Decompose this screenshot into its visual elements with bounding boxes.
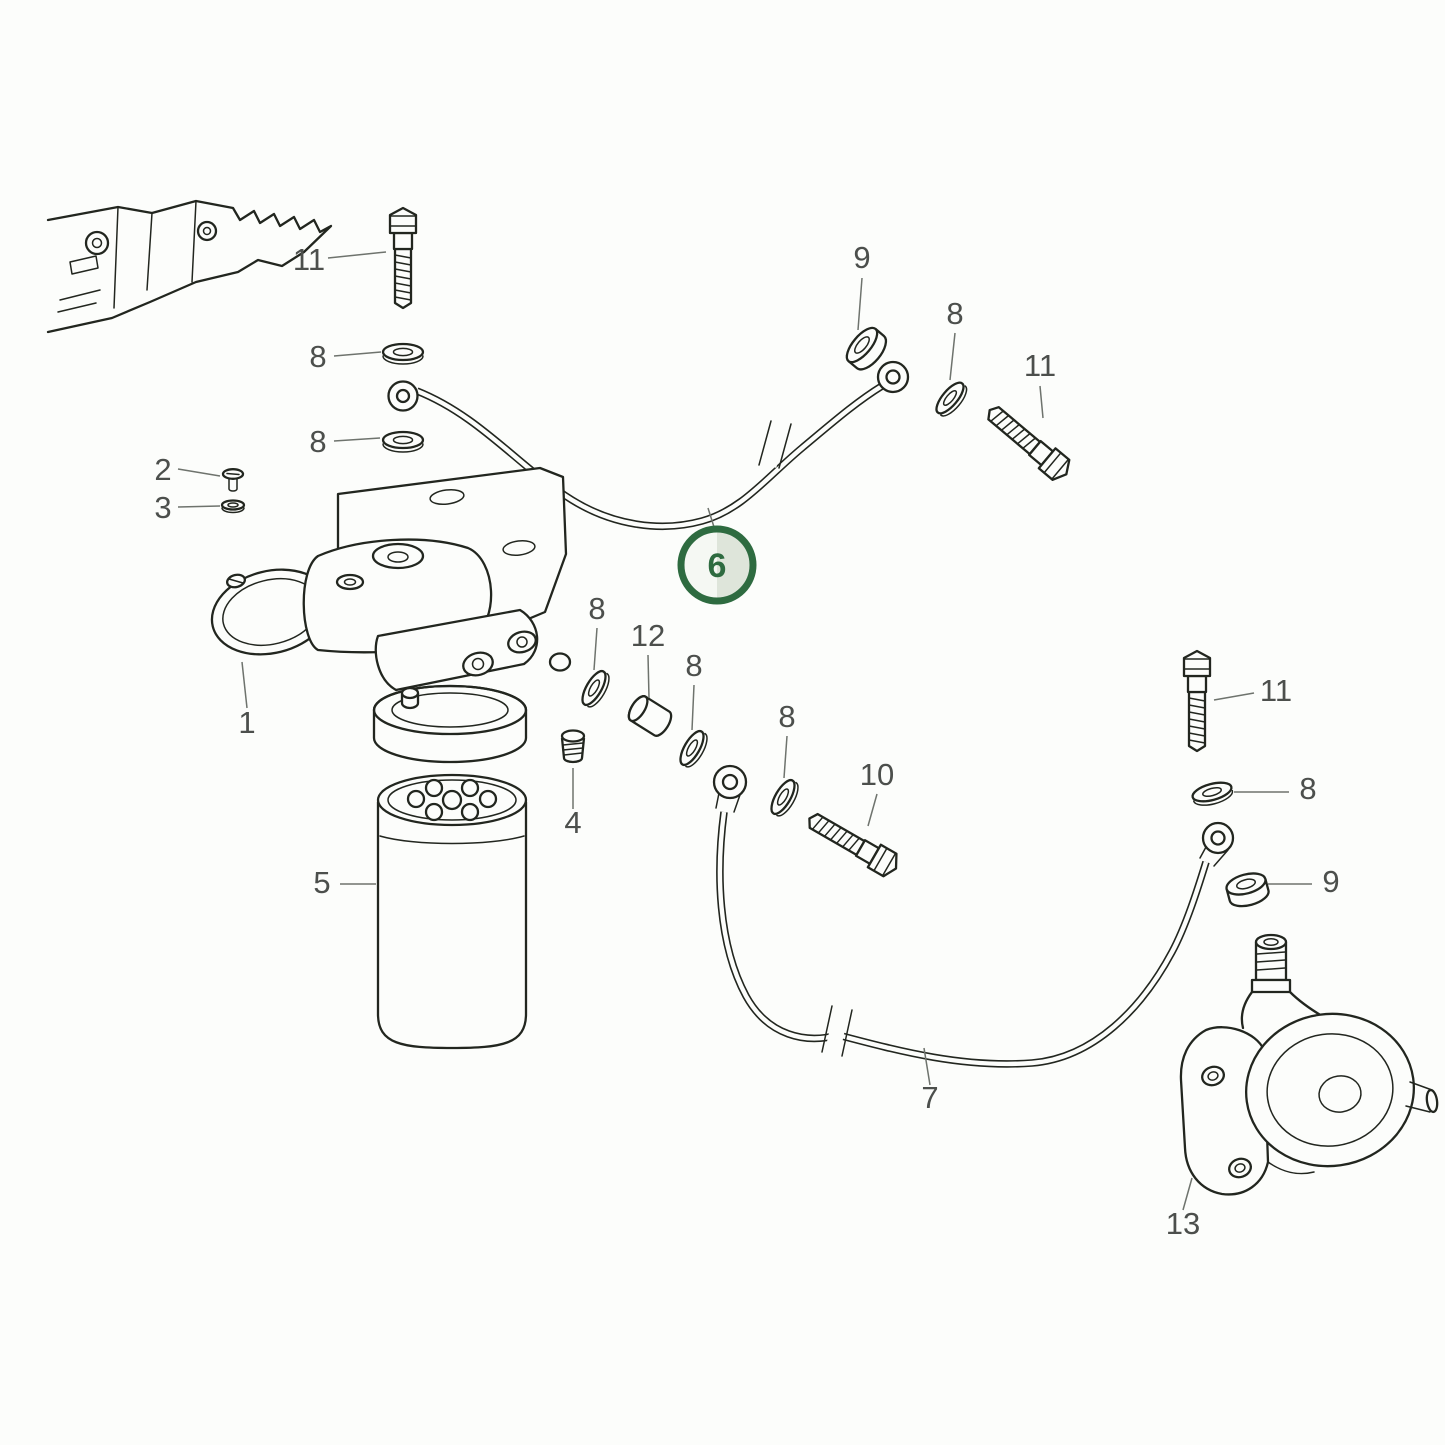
banjo-bolt-11-top-left: [388, 206, 418, 310]
filter-head-assembly: [210, 466, 572, 764]
plug-4: [560, 729, 586, 764]
banjo-union-middle: [712, 764, 748, 813]
fuel-pipe-6: [415, 382, 884, 531]
callout-label-7: 7: [921, 1080, 938, 1115]
engine-block-fragment: [46, 199, 333, 334]
callout-6-label: 6: [708, 547, 727, 585]
washer-3: [220, 499, 246, 514]
washer-8-mid-3: [770, 778, 799, 817]
filter-seam: [379, 835, 525, 845]
bracket-slot-2: [502, 540, 536, 556]
block-boss-center: [202, 226, 212, 236]
washer-8-right: [1191, 781, 1234, 806]
callout-label-11-top-left: 11: [293, 242, 325, 277]
pipe6-break-marks: [758, 420, 792, 469]
callout-label-11-top-right: 11: [1024, 348, 1056, 383]
leader-lines: [177, 251, 1312, 1211]
callout-label-1: 1: [238, 705, 255, 740]
pipe7-inner: [717, 811, 1209, 1067]
bushing-12: [627, 695, 673, 737]
top-threaded-boss: [371, 542, 425, 570]
highlighted-callout-6[interactable]: 6: [677, 507, 757, 605]
callout-label-8-top-2: 8: [309, 424, 326, 459]
pipe7-break-marks: [821, 1005, 853, 1057]
flange-hole-1: [1201, 1065, 1225, 1087]
flange-hole-2: [1228, 1157, 1252, 1179]
block-pad: [69, 255, 99, 275]
banjo-bolt-10-middle: [801, 806, 904, 881]
side-outlet-boss: [548, 652, 572, 672]
callout-label-8-right: 8: [1299, 771, 1316, 806]
banjo-bolt-11-right: [1182, 649, 1212, 753]
bracket-slot-1: [429, 488, 465, 506]
callout-label-8-mid-1: 8: [588, 591, 605, 626]
port-2: [507, 630, 537, 654]
washer-8-mid-2: [679, 729, 708, 768]
callout-label-11-right: 11: [1260, 673, 1292, 708]
block-boss: [196, 220, 218, 242]
screw-2: [221, 468, 245, 492]
callout-label-2: 2: [154, 452, 171, 487]
filter-body: [376, 800, 528, 1050]
pump-diaphragm-housing: [1244, 1012, 1416, 1168]
banjo-union-right: [1199, 821, 1235, 867]
adapter-nipple: [400, 686, 420, 710]
fuel-feed-pump: [1179, 933, 1439, 1196]
callout-label-9-right: 9: [1322, 864, 1339, 899]
callout-labels: 11 8 8 2 3 1 9 8 11 8 12 8 8 10 4 5 7 11…: [154, 240, 1339, 1241]
head-lower-lobe: [374, 608, 539, 692]
filter-adapter: [372, 684, 528, 764]
washer-8-top-right: [935, 381, 968, 417]
callout-label-3: 3: [154, 490, 171, 525]
pump-shaft: [1405, 1081, 1433, 1113]
pump-inlet-fitting: [1250, 933, 1292, 994]
callout-label-9-top: 9: [853, 240, 870, 275]
banjo-bolt-11-top-right: [980, 398, 1076, 486]
nut-9-right: [1225, 872, 1270, 908]
small-boss: [335, 573, 365, 591]
callout-label-5: 5: [313, 865, 330, 900]
callout-label-8-top-right: 8: [946, 296, 963, 331]
banjo-union-top-right: [876, 360, 910, 394]
pump-hub: [1318, 1075, 1362, 1113]
pipe6-break-gap: [761, 418, 789, 468]
callout-label-12: 12: [631, 618, 665, 653]
pipe7-break-gap: [824, 1006, 850, 1056]
callout-label-4: 4: [564, 805, 581, 840]
pump-mounting-flange: [1179, 1026, 1270, 1196]
callout-label-10: 10: [860, 757, 894, 792]
filter-center-hole: [441, 789, 463, 811]
pipe7-outer: [716, 811, 1210, 1068]
block-port-center: [91, 237, 103, 249]
washer-8-mid-1: [581, 669, 610, 708]
block-outline: [46, 199, 333, 334]
washer-8-top-2: [381, 430, 425, 453]
callout-6-ring: [677, 525, 757, 605]
port-1: [462, 651, 494, 677]
pipe6-inner: [416, 384, 884, 529]
washer-8-top-1: [381, 342, 425, 365]
callout-label-13: 13: [1166, 1206, 1200, 1241]
callout-label-8-mid-2: 8: [685, 648, 702, 683]
nut-9-top: [845, 326, 888, 371]
block-edges: [57, 200, 197, 313]
callout-6-leader: [707, 507, 715, 528]
block-port: [84, 230, 110, 256]
fuel-pipe-7: [716, 811, 1210, 1068]
banjo-union-top-left: [387, 380, 419, 412]
callout-label-8-mid-3: 8: [778, 699, 795, 734]
fuel-filter-cartridge: [376, 773, 528, 1050]
callout-label-8-top-1: 8: [309, 339, 326, 374]
